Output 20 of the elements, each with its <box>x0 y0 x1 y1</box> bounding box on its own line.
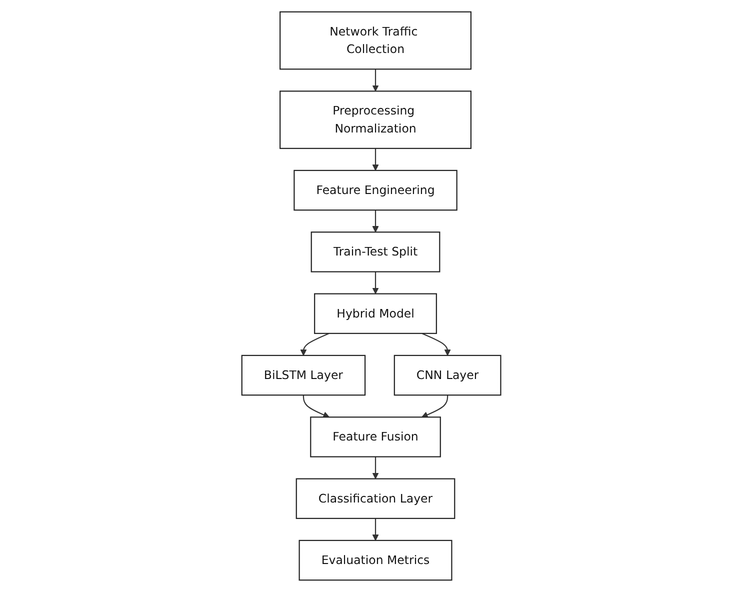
arrow <box>372 272 378 294</box>
arrow <box>372 210 378 232</box>
node-box: Evaluation Metrics <box>298 540 452 581</box>
arrow <box>421 332 450 356</box>
node-box: CNN Layer <box>394 354 501 396</box>
node-box: Hybrid Model <box>314 293 437 334</box>
arrow <box>372 456 378 480</box>
arrow <box>372 518 378 541</box>
node-box: Preprocessing Normalization <box>279 90 472 149</box>
arrow <box>300 332 330 356</box>
node-box: BiLSTM Layer <box>241 354 366 396</box>
node-box: Feature Engineering <box>293 170 458 211</box>
node-box: Train-Test Split <box>310 232 440 272</box>
arrow <box>372 148 378 171</box>
arrow <box>372 69 378 92</box>
arrow <box>302 395 330 418</box>
node-box: Feature Fusion <box>310 416 441 458</box>
arrow <box>421 395 448 418</box>
node-box: Classification Layer <box>296 478 455 519</box>
node-box: Network Traffic Collection <box>279 11 472 70</box>
